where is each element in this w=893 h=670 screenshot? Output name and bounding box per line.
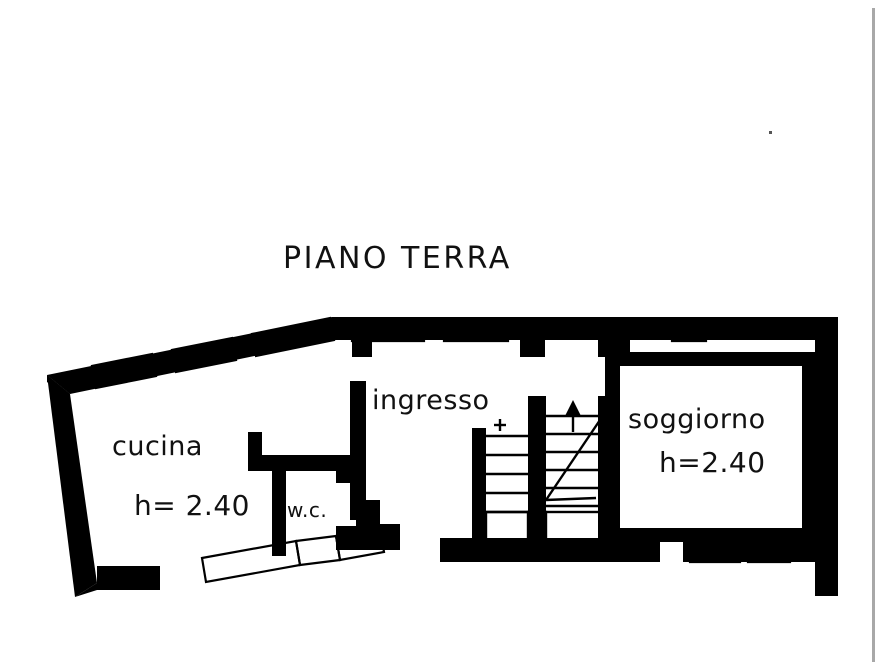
- scan-dot-artifact: [769, 131, 772, 134]
- stair-reference-mark-icon: [494, 419, 506, 431]
- room-height-cucina: h= 2.40: [134, 489, 250, 522]
- soggiorno-inner-walls: [605, 340, 818, 542]
- scan-edge-line-artifact: [872, 8, 875, 662]
- staircase: [440, 396, 660, 562]
- room-label-cucina: cucina: [112, 431, 203, 462]
- interior-partitions: [248, 381, 366, 556]
- stair-treads-right: [540, 414, 606, 508]
- room-label-ingresso: ingresso: [372, 385, 490, 416]
- room-label-soggiorno: soggiorno: [628, 404, 766, 435]
- bottom-angled-walls: [200, 500, 400, 584]
- room-label-wc: w.c.: [287, 498, 327, 522]
- stair-up-arrow-icon: [565, 400, 581, 432]
- page-title: PIANO TERRA: [283, 241, 512, 276]
- room-height-soggiorno: h=2.40: [659, 446, 766, 479]
